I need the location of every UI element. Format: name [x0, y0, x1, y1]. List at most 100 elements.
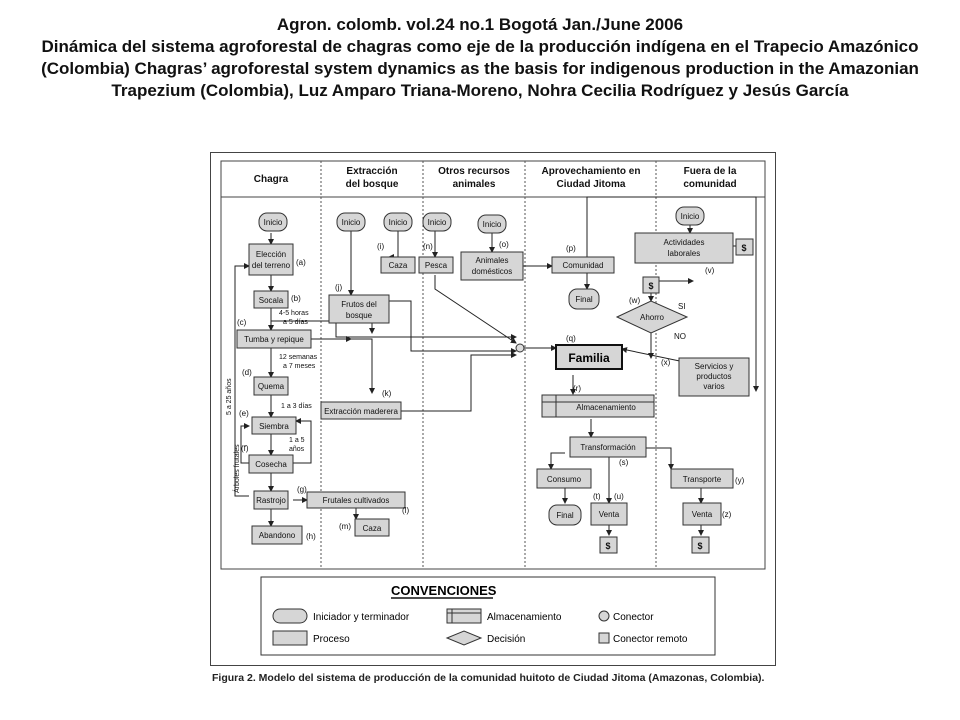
node-venta-2: [682, 502, 722, 526]
label: Quema: [258, 382, 285, 391]
step-letter: (h): [306, 532, 316, 541]
step-letter: (a): [296, 258, 306, 267]
node-almacenamiento: [541, 394, 655, 418]
column-header-recursos: Otros recursos: [438, 166, 510, 177]
decision-no: NO: [674, 332, 686, 341]
remote-connector-dollar: [642, 276, 660, 294]
step-letter: (f): [241, 444, 249, 453]
column-header-fuera: comunidad: [683, 179, 736, 190]
node-inicio: [258, 212, 288, 232]
label: Socala: [259, 296, 284, 305]
node-final: [568, 288, 600, 310]
legend: CONVENCIONES Iniciador y terminador Alma…: [260, 576, 716, 656]
label: Inicio: [389, 218, 408, 227]
column-header-aprovechamiento: Ciudad Jitoma: [557, 179, 626, 190]
label: varios: [703, 382, 724, 391]
label: Siembra: [259, 422, 289, 431]
label: Inicio: [483, 220, 502, 229]
step-letter: (l): [402, 506, 409, 515]
figure-caption: Figura 2. Modelo del sistema de producci…: [212, 672, 765, 684]
label: Final: [556, 511, 574, 520]
dollar-symbol: $: [605, 541, 610, 551]
label: Animales: [476, 256, 509, 265]
step-letter: (y): [735, 476, 745, 485]
label: Abandono: [259, 531, 296, 540]
legend-decision-text: Decisión: [487, 634, 525, 645]
legend-process-text: Proceso: [313, 634, 350, 645]
label: Transporte: [683, 475, 722, 484]
flow-diagram: Chagra Extracción del bosque Otros recur…: [220, 160, 766, 656]
step-letter: (e): [239, 409, 249, 418]
label: Ahorro: [640, 313, 665, 322]
node-rastrojo: [253, 490, 289, 510]
label: Actividades: [664, 238, 705, 247]
annotation-vertical: Árboles frutales: [232, 444, 241, 493]
legend-terminator-symbol: [272, 608, 308, 624]
step-letter: (x): [661, 358, 671, 367]
node-siembra: [251, 416, 297, 435]
remote-connector-dollar: [735, 238, 754, 256]
step-letter: (p): [566, 244, 576, 253]
label: Comunidad: [563, 261, 604, 270]
annotation: 1 a 3 días: [281, 403, 312, 410]
legend-decision-symbol: [445, 630, 483, 646]
node-extraccion-maderera: [320, 401, 402, 420]
label: Tumba y repique: [244, 335, 304, 344]
label: Pesca: [425, 261, 448, 270]
familia-label: Familia: [568, 351, 610, 365]
node-inicio: [336, 212, 366, 232]
label: Consumo: [547, 475, 582, 484]
label: Venta: [599, 510, 620, 519]
legend-connector-symbol: [598, 610, 610, 622]
step-letter: (b): [291, 294, 301, 303]
annotation: 4-5 horas: [279, 310, 309, 317]
step-letter: (s): [619, 458, 629, 467]
step-letter: (q): [566, 334, 576, 343]
label: Inicio: [681, 212, 700, 221]
node-transporte: [670, 468, 734, 489]
legend-terminator-text: Iniciador y terminador: [313, 612, 410, 623]
column-header-fuera: Fuera de la: [684, 166, 737, 177]
annotation: años: [289, 446, 305, 453]
column-header-recursos: animales: [453, 179, 496, 190]
node-venta: [590, 502, 628, 526]
label: Caza: [389, 261, 408, 270]
node-comunidad: [551, 256, 615, 274]
step-letter: (d): [242, 368, 252, 377]
node-caza-chagra: [354, 518, 390, 537]
step-letter: (r): [573, 384, 581, 393]
label: Extracción maderera: [324, 407, 398, 416]
step-letter: (z): [722, 510, 732, 519]
node-frutos-bosque: [328, 294, 390, 324]
legend-frame: [260, 576, 716, 656]
node-ahorro-decision: [615, 300, 689, 334]
annotation: 1 a 5: [289, 437, 305, 444]
label: Final: [575, 295, 593, 304]
step-letter: (o): [499, 240, 509, 249]
node-pesca: [418, 256, 454, 274]
node-abandono: [251, 525, 303, 545]
node-cosecha: [248, 454, 294, 474]
step-letter: (t): [593, 492, 601, 501]
figure-frame: Chagra Extracción del bosque Otros recur…: [210, 152, 776, 666]
remote-connector-dollar: [599, 536, 618, 554]
node-inicio: [675, 206, 705, 226]
node-actividades-laborales: [634, 232, 734, 264]
label: Transformación: [580, 443, 635, 452]
label: Frutos del: [341, 300, 377, 309]
annotation-vertical: 5 a 25 años: [226, 378, 233, 415]
step-letter: (j): [335, 283, 342, 292]
node-frutales-cultivados: [306, 491, 406, 509]
annotation: a 5 días: [283, 319, 308, 326]
node-animales-domesticos: [460, 251, 524, 281]
label: Inicio: [342, 218, 361, 227]
label: Caza: [363, 524, 382, 533]
step-letter: (i): [377, 242, 384, 251]
dollar-symbol: $: [648, 281, 653, 291]
node-servicios: [678, 357, 750, 397]
decision-yes: SI: [678, 302, 686, 311]
step-letter: (m): [339, 522, 351, 531]
step-letter: (c): [237, 318, 247, 327]
page-header: Agron. colomb. vol.24 no.1 Bogotá Jan./J…: [40, 14, 920, 102]
step-letter: (n): [423, 242, 433, 251]
